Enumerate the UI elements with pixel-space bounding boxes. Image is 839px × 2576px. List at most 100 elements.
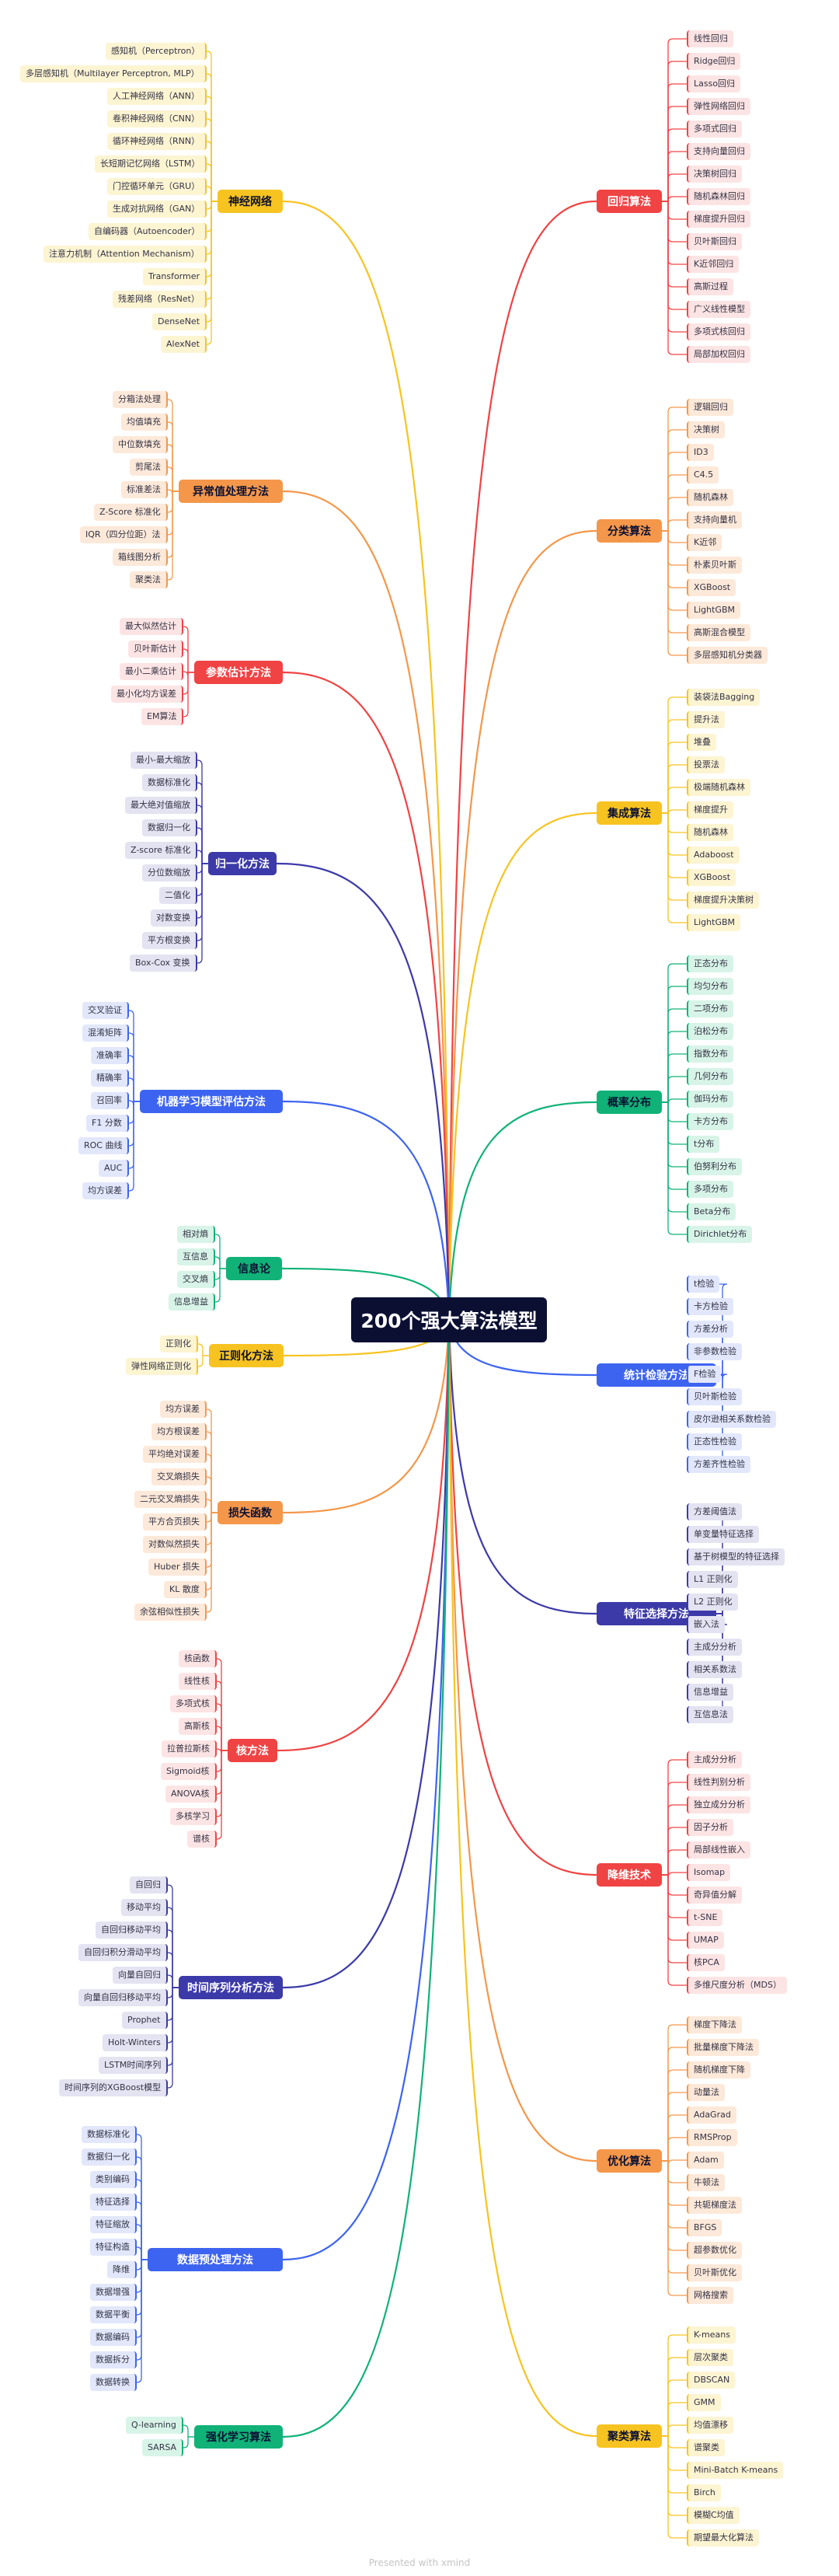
leaf-item[interactable]: 生成对抗网络（GAN）: [107, 201, 207, 218]
leaf-item[interactable]: 贝叶斯检验: [687, 1388, 742, 1405]
leaf-item[interactable]: 残差网络（ResNet）: [113, 291, 207, 308]
leaf-item[interactable]: 最小化均方误差: [111, 686, 183, 703]
leaf-item[interactable]: 局部加权回归: [687, 346, 750, 363]
leaf-item[interactable]: t分布: [687, 1136, 720, 1153]
leaf-item[interactable]: 堆叠: [687, 734, 716, 751]
leaf-item[interactable]: 对数似然损失: [143, 1536, 207, 1553]
leaf-item[interactable]: Z-Score 标准化: [94, 504, 168, 521]
leaf-item[interactable]: t-SNE: [687, 1909, 723, 1926]
leaf-item[interactable]: 期望最大化算法: [687, 2529, 759, 2546]
leaf-item[interactable]: 分箱法处理: [113, 391, 168, 408]
leaf-item[interactable]: 二项分布: [687, 1000, 733, 1017]
leaf-item[interactable]: 朴素贝叶斯: [687, 557, 742, 574]
leaf-item[interactable]: Ridge回归: [687, 53, 741, 70]
leaf-item[interactable]: 极端随机森林: [687, 779, 750, 796]
leaf-item[interactable]: BFGS: [687, 2219, 722, 2236]
leaf-item[interactable]: 方差分析: [687, 1321, 733, 1338]
leaf-item[interactable]: 基于树模型的特征选择: [687, 1548, 785, 1565]
category-left-7[interactable]: 损失函数: [218, 1501, 283, 1524]
leaf-item[interactable]: ID3: [687, 444, 714, 461]
leaf-item[interactable]: AdaGrad: [687, 2107, 736, 2124]
leaf-item[interactable]: IQR（四分位距）法: [80, 526, 168, 543]
leaf-item[interactable]: 嵌入法: [687, 1616, 725, 1633]
category-left-8[interactable]: 核方法: [228, 1739, 277, 1762]
leaf-item[interactable]: Sigmoid核: [161, 1763, 217, 1780]
leaf-item[interactable]: 随机森林: [687, 824, 733, 841]
leaf-item[interactable]: AlexNet: [161, 336, 207, 353]
category-right-3[interactable]: 概率分布: [597, 1091, 662, 1114]
leaf-item[interactable]: 超参数优化: [687, 2242, 742, 2259]
leaf-item[interactable]: 分位数缩放: [142, 864, 197, 881]
leaf-item[interactable]: 均值漂移: [687, 2417, 733, 2434]
leaf-item[interactable]: 核函数: [179, 1650, 217, 1667]
leaf-item[interactable]: Holt-Winters: [103, 2034, 168, 2051]
leaf-item[interactable]: 时间序列的XGBoost模型: [59, 2079, 169, 2096]
leaf-item[interactable]: 弹性网络回归: [687, 98, 750, 115]
leaf-item[interactable]: 随机森林回归: [687, 188, 750, 205]
leaf-item[interactable]: 移动平均: [121, 1899, 168, 1916]
leaf-item[interactable]: 广义线性模型: [687, 301, 750, 318]
category-left-4[interactable]: 机器学习模型评估方法: [140, 1090, 283, 1113]
leaf-item[interactable]: 核PCA: [687, 1954, 725, 1971]
leaf-item[interactable]: 数据标准化: [82, 2126, 137, 2143]
leaf-item[interactable]: 门控循环单元（GRU）: [107, 178, 207, 195]
leaf-item[interactable]: 数据转换: [90, 2374, 137, 2391]
leaf-item[interactable]: 剪尾法: [130, 459, 168, 476]
leaf-item[interactable]: 几何分布: [687, 1068, 733, 1085]
leaf-item[interactable]: 中位数填充: [113, 436, 168, 453]
leaf-item[interactable]: 卡方检验: [687, 1298, 733, 1315]
leaf-item[interactable]: 投票法: [687, 756, 725, 773]
category-left-9[interactable]: 时间序列分析方法: [179, 1976, 283, 1999]
leaf-item[interactable]: ANOVA核: [165, 1785, 217, 1803]
leaf-item[interactable]: Lasso回归: [687, 75, 741, 92]
leaf-item[interactable]: SARSA: [142, 2439, 184, 2456]
leaf-item[interactable]: 弹性网络正则化: [126, 1358, 198, 1375]
leaf-item[interactable]: 特征缩放: [90, 2216, 137, 2233]
category-left-1[interactable]: 异常值处理方法: [179, 480, 283, 503]
leaf-item[interactable]: 皮尔逊相关系数检验: [687, 1411, 776, 1428]
leaf-item[interactable]: t检验: [687, 1276, 720, 1293]
leaf-item[interactable]: 梯度提升决策树: [687, 892, 759, 909]
category-left-2[interactable]: 参数估计方法: [194, 661, 283, 684]
leaf-item[interactable]: 决策树回归: [687, 166, 742, 183]
leaf-item[interactable]: 长短期记忆网络（LSTM）: [95, 155, 207, 173]
leaf-item[interactable]: 数据拆分: [90, 2351, 137, 2368]
leaf-item[interactable]: 平方合页损失: [143, 1513, 207, 1531]
leaf-item[interactable]: K-means: [687, 2326, 736, 2344]
leaf-item[interactable]: C4.5: [687, 466, 719, 483]
root-topic[interactable]: 200个强大算法模型: [351, 1297, 547, 1342]
leaf-item[interactable]: 感知机（Perceptron）: [106, 43, 207, 60]
leaf-item[interactable]: KL 散度: [164, 1581, 207, 1598]
category-left-10[interactable]: 数据预处理方法: [148, 2248, 283, 2271]
leaf-item[interactable]: Prophet: [122, 2012, 168, 2029]
leaf-item[interactable]: 奇异值分解: [687, 1887, 742, 1904]
leaf-item[interactable]: Beta分布: [687, 1203, 736, 1220]
leaf-item[interactable]: DenseNet: [152, 313, 207, 330]
leaf-item[interactable]: 线性核: [179, 1673, 217, 1690]
leaf-item[interactable]: 特征构造: [90, 2239, 137, 2256]
leaf-item[interactable]: 类别编码: [90, 2171, 137, 2188]
leaf-item[interactable]: 多层感知机（Multilayer Perceptron, MLP）: [20, 65, 207, 82]
leaf-item[interactable]: Dirichlet分布: [687, 1226, 753, 1243]
leaf-item[interactable]: 模糊C均值: [687, 2507, 740, 2524]
leaf-item[interactable]: LightGBM: [687, 602, 741, 619]
leaf-item[interactable]: XGBoost: [687, 869, 736, 886]
leaf-item[interactable]: 数据平衡: [90, 2306, 137, 2323]
leaf-item[interactable]: 多层感知机分类器: [687, 647, 768, 664]
category-right-2[interactable]: 集成算法: [597, 801, 662, 825]
category-right-7[interactable]: 优化算法: [597, 2149, 662, 2173]
leaf-item[interactable]: 泊松分布: [687, 1023, 733, 1040]
leaf-item[interactable]: LightGBM: [687, 914, 741, 931]
leaf-item[interactable]: 准确率: [91, 1047, 129, 1064]
leaf-item[interactable]: 自回归积分滑动平均: [78, 1944, 168, 1961]
category-right-8[interactable]: 聚类算法: [597, 2424, 662, 2448]
leaf-item[interactable]: 二元交叉熵损失: [134, 1491, 207, 1508]
leaf-item[interactable]: 互信息法: [687, 1706, 733, 1723]
leaf-item[interactable]: 交叉熵: [177, 1271, 215, 1288]
leaf-item[interactable]: 梯度提升回归: [687, 211, 750, 228]
leaf-item[interactable]: 高斯核: [179, 1718, 217, 1735]
leaf-item[interactable]: AUC: [99, 1160, 130, 1177]
leaf-item[interactable]: 动量法: [687, 2084, 725, 2101]
leaf-item[interactable]: 卡方分布: [687, 1113, 733, 1130]
leaf-item[interactable]: 谱聚类: [687, 2439, 725, 2456]
